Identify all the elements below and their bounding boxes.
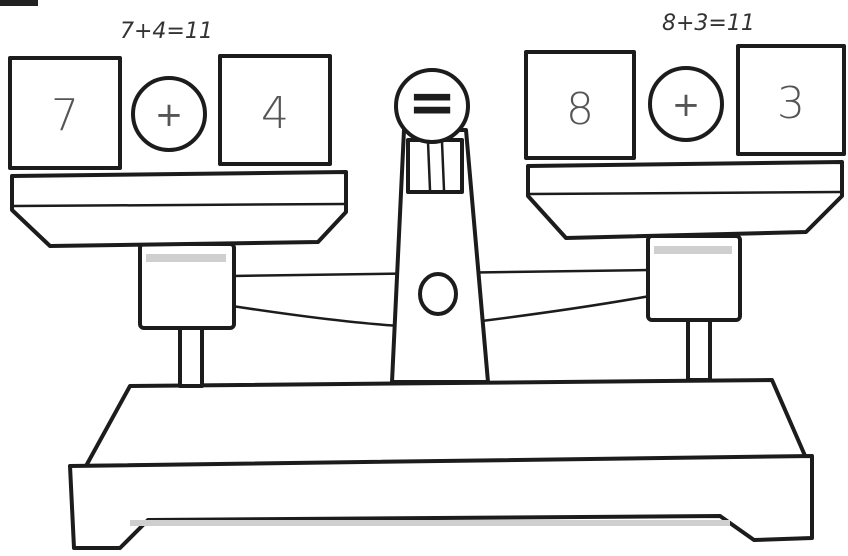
right-first-number: 8 bbox=[566, 84, 594, 135]
left-first-number: 7 bbox=[51, 90, 79, 141]
base-shadow bbox=[130, 520, 730, 526]
right-pan-tray bbox=[528, 162, 842, 238]
base-top bbox=[86, 380, 806, 466]
pillar-window bbox=[408, 140, 462, 192]
center-pillar bbox=[392, 130, 488, 382]
right-handwritten-note: 8+3=11 bbox=[662, 11, 755, 36]
left-handwritten-note: 7+4=11 bbox=[120, 19, 213, 44]
scale-base bbox=[70, 380, 812, 548]
left-equation: 7 + 4 7+4=11 bbox=[10, 19, 330, 168]
left-second-number: 4 bbox=[261, 88, 289, 139]
left-pan bbox=[12, 172, 346, 246]
pillar-hole bbox=[420, 274, 456, 314]
equals-badge: = bbox=[396, 68, 468, 142]
left-operator: + bbox=[155, 95, 184, 135]
right-pan bbox=[528, 162, 842, 238]
right-hanger-shade bbox=[654, 246, 732, 254]
right-second-number: 3 bbox=[777, 78, 805, 129]
base-front bbox=[70, 456, 812, 548]
right-equation: 8 + 3 8+3=11 bbox=[526, 11, 844, 158]
scan-mark bbox=[0, 0, 38, 6]
right-operator: + bbox=[672, 85, 701, 125]
left-hanger-shade bbox=[146, 254, 226, 262]
left-post bbox=[180, 326, 202, 386]
equals-symbol: = bbox=[408, 68, 457, 136]
left-pan-tray bbox=[12, 172, 346, 246]
right-post bbox=[688, 318, 710, 380]
